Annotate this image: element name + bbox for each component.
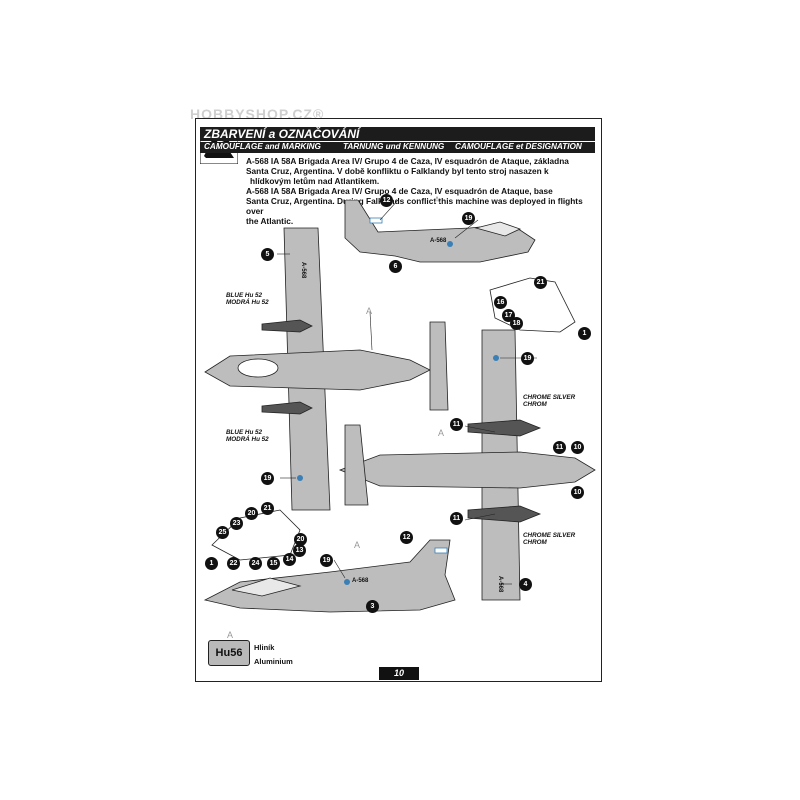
roundel-icon (344, 579, 350, 585)
marker: 10 (571, 441, 584, 454)
description-cz: A-568 IA 58A Brigada Area IV/ Grupo 4 de… (246, 156, 596, 186)
header-title-de: TARNUNG und KENNUNG (343, 142, 445, 151)
marker: 16 (494, 296, 507, 309)
marker: 25 (216, 526, 229, 539)
description-line: Santa Cruz, Argentina. During Falklands … (246, 196, 583, 216)
serial-label: A-568 (300, 262, 306, 279)
page-number: 10 (379, 667, 419, 680)
callout-text: MODRÁ Hu 52 (226, 299, 269, 306)
marker: 10 (571, 486, 584, 499)
marker: 12 (400, 531, 413, 544)
description-en: A-568 IA 58A Brigada Area IV/ Grupo 4 de… (246, 186, 596, 226)
marker: 12 (380, 194, 393, 207)
marker: 11 (450, 418, 463, 431)
callout-text: CHROME SILVER (523, 394, 576, 401)
side-view-top (344, 200, 536, 263)
header-subtitle-bar: CAMOUFLAGE and MARKING TARNUNG und KENNU… (200, 142, 595, 153)
plan-view-tailplane-bottom (344, 424, 369, 506)
roundel-icon (447, 241, 453, 247)
marker: 4 (519, 578, 532, 591)
marker: 19 (521, 352, 534, 365)
marker: 23 (230, 517, 243, 530)
marker: 14 (283, 553, 296, 566)
marker: 13 (293, 544, 306, 557)
roundel-icon (297, 475, 303, 481)
roundel-icon (493, 355, 499, 361)
marker: 22 (227, 557, 240, 570)
legend-color-swatch: Hu56 (208, 640, 250, 666)
legend-name-en: Aluminium (254, 657, 293, 666)
description-line: hlídkovým letům nad Atlantikem. (250, 176, 380, 186)
description-line: the Atlantic. (246, 216, 294, 226)
marker: 19 (462, 212, 475, 225)
description-line: Santa Cruz, Argentina. V době konfliktu … (246, 166, 549, 176)
marker: 19 (261, 472, 274, 485)
callout-text: BLUE Hu 52 (226, 429, 263, 436)
callout-blue-upper: BLUE Hu 52 MODRÁ Hu 52 (226, 292, 269, 306)
header-title-bar: ZBARVENÍ a OZNAČOVÁNÍ (200, 127, 595, 141)
plan-view-fuselage-bottom (338, 451, 596, 489)
serial-label: A-568 (352, 578, 369, 584)
header-title-en: CAMOUFLAGE and MARKING (204, 142, 321, 151)
serial-label: A-568 (430, 238, 447, 244)
marker: 20 (245, 507, 258, 520)
paint-letter: A (434, 195, 441, 205)
serial-label: A-568 (497, 576, 503, 593)
marker: 3 (366, 600, 379, 613)
paint-letter: A (438, 428, 445, 438)
callout-chrome-lower: CHROME SILVER CHROM (523, 532, 575, 546)
marker: 6 (389, 260, 402, 273)
legend-letter: A (227, 630, 234, 640)
callout-text: CHROM (523, 539, 547, 546)
header-title-fr: CAMOUFLAGE et DESIGNATION (455, 142, 582, 151)
paint-letter: A (366, 306, 373, 316)
marker: 18 (510, 317, 523, 330)
callout-chrome-upper: CHROME SILVER CHROM (523, 394, 575, 408)
fin-flag-icon (369, 217, 383, 224)
marker: 21 (261, 502, 274, 515)
marker: 20 (294, 533, 307, 546)
marker: 5 (261, 248, 274, 261)
description-line: A-568 IA 58A Brigada Area IV/ Grupo 4 de… (246, 156, 569, 166)
marker: 19 (320, 554, 333, 567)
marker: 1 (578, 327, 591, 340)
marker: 24 (249, 557, 262, 570)
marker: 11 (553, 441, 566, 454)
callout-text: BLUE Hu 52 (226, 292, 263, 299)
marker: 11 (450, 512, 463, 525)
aircraft-drawings (203, 200, 596, 613)
callout-blue-lower: BLUE Hu 52 MODRÁ Hu 52 (226, 429, 269, 443)
paint-letter: A (354, 540, 361, 550)
callout-text: CHROME SILVER (523, 532, 576, 539)
marker: 1 (205, 557, 218, 570)
marker: 21 (534, 276, 547, 289)
plan-view-tailplane (429, 321, 449, 411)
legend-name-cz: Hliník (254, 643, 275, 652)
header-title-cz: ZBARVENÍ a OZNAČOVÁNÍ (204, 127, 360, 141)
description-line: A-568 IA 58A Brigada Area IV/ Grupo 4 de… (246, 186, 553, 196)
marker: 15 (267, 557, 280, 570)
callout-text: CHROM (523, 401, 547, 408)
fin-flag-icon (434, 547, 448, 554)
callout-text: MODRÁ Hu 52 (226, 436, 269, 443)
